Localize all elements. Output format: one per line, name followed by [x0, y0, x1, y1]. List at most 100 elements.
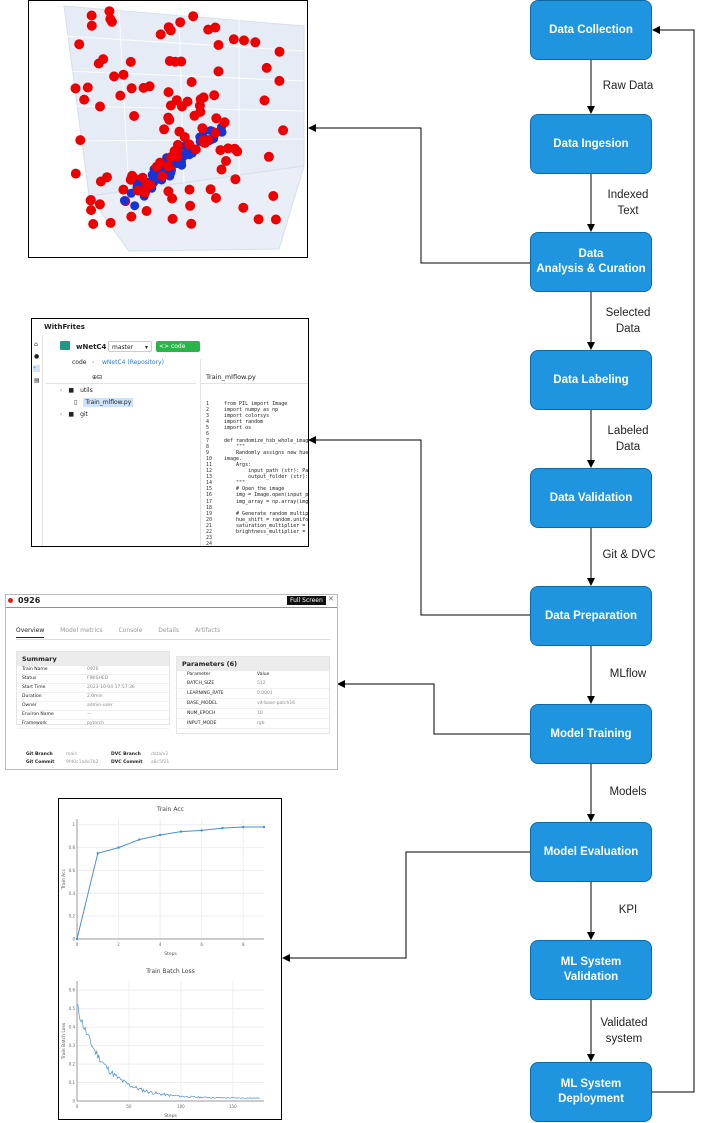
- node-ml-system-validation: ML System Validation: [530, 940, 652, 1000]
- node-data-analysis-curation: Data Analysis & Curation: [530, 232, 652, 292]
- scatter-point-red: [118, 184, 129, 195]
- scatter-point-red: [163, 112, 174, 123]
- code-button-label: <> code: [159, 343, 186, 350]
- y-axis-label: Train Acc: [61, 868, 67, 890]
- scatter3d-plot: [63, 5, 305, 252]
- param-value: 10: [257, 711, 263, 716]
- summary-key: Owner: [22, 703, 37, 708]
- edge-label-raw-data: Raw Data: [602, 80, 654, 92]
- data-point: [221, 826, 224, 830]
- db-icon[interactable]: ▤: [34, 377, 40, 384]
- branch-select[interactable]: master ▾: [108, 341, 152, 352]
- scatter-point-red: [118, 69, 129, 80]
- data-point: [158, 833, 162, 837]
- scatter-point-red: [167, 193, 178, 204]
- scatter-point-red: [198, 92, 209, 103]
- line-number: 24: [206, 541, 213, 547]
- folder-icon: ■: [68, 387, 75, 394]
- divider: [16, 639, 331, 640]
- tab-console[interactable]: Console: [118, 627, 143, 634]
- code-line: 8 """: [206, 444, 308, 450]
- crumb-root[interactable]: code: [72, 359, 87, 366]
- pin-icon[interactable]: ●: [34, 353, 40, 360]
- line-number: 18: [206, 504, 213, 511]
- status-dot-icon: [8, 598, 13, 603]
- scatter-point-red: [86, 205, 97, 216]
- node-model-evaluation: Model Evaluation: [530, 822, 652, 882]
- scatter-point-red: [70, 83, 81, 94]
- line-number: 15: [206, 486, 213, 493]
- line-number: 8: [206, 443, 210, 450]
- scatter-point-red: [75, 135, 86, 146]
- code-button[interactable]: <> code: [156, 341, 200, 352]
- code-line: 12 input_path (str): Pat: [206, 468, 308, 474]
- scatter-point-red: [198, 135, 209, 146]
- full-screen-button[interactable]: Full Screen: [287, 596, 326, 605]
- line-number: 22: [206, 528, 213, 535]
- line-number: 1: [206, 401, 210, 407]
- node-ml-system-deployment: ML System Deployment: [530, 1062, 652, 1122]
- edge-label-git-dvc: Git & DVC: [602, 549, 656, 561]
- line-number: 5: [206, 425, 210, 432]
- summary-value: pytorch: [87, 721, 105, 726]
- tab-details[interactable]: Details: [158, 627, 180, 634]
- tree-item-train-mlflow[interactable]: ▯Train_mlflow.py: [74, 398, 134, 407]
- tab-overview[interactable]: Overview: [16, 627, 45, 638]
- scatter-point-red: [82, 82, 93, 93]
- scatter-point-red: [125, 56, 136, 67]
- scatter-point-red: [177, 101, 187, 112]
- scatter-point-red: [140, 187, 150, 198]
- y-axis-label: Train Batch Loss: [61, 1022, 67, 1060]
- scatter-point-red: [125, 174, 136, 185]
- footer-value: main: [66, 752, 78, 757]
- home-icon[interactable]: ⌂: [34, 341, 38, 348]
- code-line: 19 # Generate random multipl: [206, 511, 308, 517]
- footer-key: DVC Commit: [111, 760, 143, 765]
- edge-label-kpi: KPI: [618, 904, 638, 916]
- scatter-point-red: [230, 174, 241, 185]
- crumb-link[interactable]: wNetC4 (Repository): [102, 359, 164, 366]
- code-line: 14 """: [206, 480, 308, 486]
- code-text: def randomize_hsb_whole_image: [224, 437, 309, 444]
- divider: [201, 383, 308, 384]
- data-point: [117, 846, 120, 849]
- code-text: import random: [224, 419, 264, 426]
- tree-toggle-icon[interactable]: ⊕⊟: [92, 374, 103, 381]
- edge-label-indexed-text: Indexed Text: [607, 189, 649, 217]
- scatter-point-red: [195, 106, 206, 117]
- y-tick-label: 0.5: [69, 1006, 76, 1011]
- tree-item-git[interactable]: ›■git: [60, 411, 88, 418]
- data-point: [262, 825, 266, 829]
- code-text: img = Image.open(input_pa: [224, 492, 309, 499]
- summary-value: 2023-10-04 17:57:36: [87, 685, 135, 690]
- repo-icon[interactable]: ⑂: [33, 365, 40, 372]
- edge-label-selected-data: Selected Data: [605, 307, 651, 335]
- scatter-point-red: [239, 35, 249, 46]
- summary-value: —: [87, 712, 92, 717]
- param-key: INPUT_MODE: [187, 721, 217, 726]
- scatter-point-red: [197, 123, 208, 134]
- line-number: 11: [206, 461, 213, 468]
- line-number: 23: [206, 535, 213, 542]
- tab-model-metrics[interactable]: Model metrics: [60, 627, 103, 634]
- tree-item-utils[interactable]: ›■utils: [60, 387, 93, 394]
- code-text: """: [224, 480, 246, 487]
- scatter-point-blue: [130, 201, 140, 211]
- scatter-point-red: [170, 56, 181, 67]
- run-title: 0926: [18, 596, 41, 605]
- scatter-point-red: [159, 124, 170, 135]
- scatter-point-red: [238, 202, 249, 213]
- app-name: WithFrites: [44, 323, 85, 331]
- line-number: 14: [206, 480, 213, 487]
- close-icon[interactable]: ✕: [328, 595, 334, 603]
- y-tick-label: 0: [72, 937, 75, 942]
- tab-artifacts[interactable]: Artifacts: [194, 627, 221, 634]
- x-tick-label: 8: [242, 942, 245, 947]
- summary-row: Environ Name—: [17, 711, 169, 720]
- scatter-point-red: [172, 139, 183, 150]
